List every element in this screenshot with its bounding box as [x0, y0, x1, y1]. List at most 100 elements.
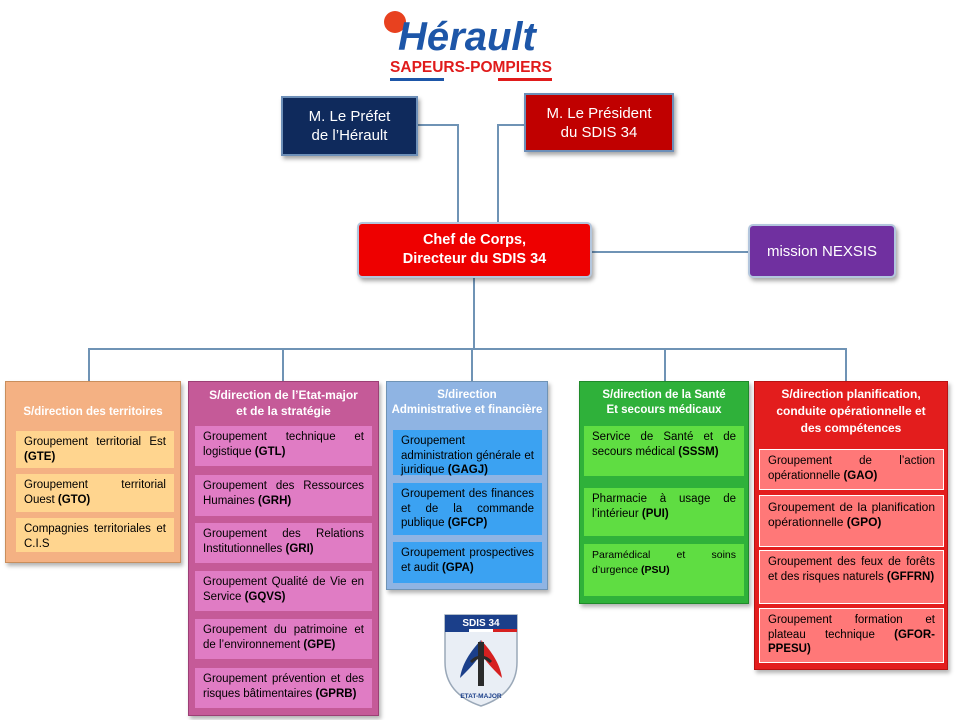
prefet-box: M. Le Préfet de l’Hérault — [281, 96, 418, 156]
group-grh-text: Groupement des Ressources Humaines — [203, 480, 364, 507]
group-gffrn-code: (GFFRN) — [886, 570, 935, 583]
connector-col2-down — [282, 348, 284, 381]
group-compagnies: Compagnies territoriales et C.I.S — [16, 518, 174, 552]
group-gtl: Groupement technique et logistique (GTL) — [195, 426, 372, 466]
group-gte-code: (GTE) — [24, 450, 56, 463]
connector-prefet-down — [457, 124, 459, 224]
group-gpa-text: Groupement prospectives et audit — [401, 547, 534, 574]
group-gpe-text: Groupement du patrimoine et de l’environ… — [203, 624, 364, 651]
connector-col3-down — [471, 348, 473, 381]
connector-chef-nexsis — [592, 251, 749, 253]
column-title-sante: S/direction de la Santé Et secours médic… — [580, 388, 748, 418]
column-title-sante-line2: Et secours médicaux — [606, 404, 722, 416]
group-gto-text: Groupement territorial Ouest — [24, 479, 166, 506]
group-gffrn: Groupement des feux de forêts et des ris… — [759, 550, 944, 604]
group-gao: Groupement de l’action opérationnelle (G… — [759, 449, 944, 490]
column-planification: S/direction planification, conduite opér… — [754, 381, 948, 670]
group-gqvs-code: (GQVS) — [244, 590, 286, 603]
group-sssm-code: (SSSM) — [678, 445, 719, 458]
group-gfcp: Groupement des finances et de la command… — [393, 483, 542, 535]
column-title-planification: S/direction planification, conduite opér… — [755, 386, 947, 437]
group-psu: Paramédical et soins d’urgence (PSU) — [584, 544, 744, 596]
column-title-planification-line3: des compétences — [800, 421, 902, 435]
group-gao-text: Groupement de l’action opérationnelle — [768, 455, 935, 482]
group-gffrn-text: Groupement des feux de forêts et des ris… — [768, 556, 935, 583]
nexsis-box: mission NEXSIS — [748, 224, 896, 278]
group-gagj: Groupement administration générale et ju… — [393, 430, 542, 476]
group-gfor: Groupement formation et plateau techniqu… — [759, 608, 944, 663]
group-gagj-text: Groupement administration générale et ju… — [401, 435, 534, 476]
group-gto-code: (GTO) — [57, 493, 91, 506]
connector-col5-down — [845, 348, 847, 381]
logo-title: Hérault — [398, 15, 537, 59]
prefet-line2: de l’Hérault — [311, 127, 388, 144]
prefet-line1: M. Le Préfet — [308, 108, 391, 125]
sdis34-etat-major-badge: SDIS 34 ETAT-MAJOR — [442, 612, 520, 708]
group-gpo: Groupement de la planification opération… — [759, 495, 944, 547]
badge-graphic: SDIS 34 ETAT-MAJOR — [444, 614, 518, 707]
president-box: M. Le Président du SDIS 34 — [524, 93, 674, 152]
group-sssm-text: Service de Santé et de secours médical — [592, 431, 736, 458]
group-compagnies-text: Compagnies territoriales et C.I.S — [24, 523, 166, 550]
connector-col1-down — [88, 348, 90, 381]
column-etat-major: S/direction de l’Etat-major et de la str… — [188, 381, 379, 716]
sdis-herault-logo: Hérault SAPEURS-POMPIERS — [378, 6, 558, 84]
column-administrative: S/direction Administrative et financière… — [386, 381, 548, 590]
badge-bottom-text: ETAT-MAJOR — [460, 693, 502, 700]
connector-president-left — [497, 124, 525, 126]
group-gte: Groupement territorial Est (GTE) — [16, 431, 174, 468]
column-title-etat-major-line2: et de la stratégie — [236, 404, 331, 418]
column-title-administrative-line2: Administrative et financière — [391, 404, 543, 416]
logo-graphic: Hérault SAPEURS-POMPIERS — [384, 11, 552, 81]
group-psu-code: (PSU) — [641, 563, 670, 576]
column-title-etat-major: S/direction de l’Etat-major et de la str… — [189, 387, 378, 419]
group-gto: Groupement territorial Ouest (GTO) — [16, 474, 174, 512]
group-gqvs-text: Groupement Qualité de Vie en Service — [203, 576, 364, 603]
group-gpo-text: Groupement de la planification opération… — [768, 500, 935, 529]
group-gfor-code: (GFOR-PPESU) — [768, 628, 935, 656]
group-gtl-text: Groupement technique et logistique — [203, 431, 364, 458]
column-title-territoires: S/direction des territoires — [23, 406, 163, 418]
group-gpa-code: (GPA) — [441, 561, 474, 574]
group-gfcp-text: Groupement des finances et de la command… — [401, 488, 534, 529]
group-sssm: Service de Santé et de secours médical (… — [584, 426, 744, 476]
column-title-planification-line1: S/direction planification, — [781, 387, 921, 401]
connector-chef-down — [473, 278, 475, 349]
chef-line2: Directeur du SDIS 34 — [402, 251, 547, 267]
group-gagj-code: (GAGJ) — [447, 464, 488, 476]
group-gprb-text: Groupement prévention et des risques bât… — [203, 673, 364, 700]
group-gri-code: (GRI) — [285, 542, 314, 555]
group-grh: Groupement des Ressources Humaines (GRH) — [195, 475, 372, 516]
group-pui: Pharmacie à usage de l’intérieur (PUI) — [584, 488, 744, 536]
chef-de-corps-box: Chef de Corps, Directeur du SDIS 34 — [357, 222, 592, 278]
group-pui-code: (PUI) — [641, 507, 669, 520]
chef-line1: Chef de Corps, — [422, 232, 527, 248]
group-gpe: Groupement du patrimoine et de l’environ… — [195, 619, 372, 659]
connector-col4-down — [664, 348, 666, 381]
group-gpo-code: (GPO) — [846, 514, 882, 529]
group-gte-text: Groupement territorial Est — [24, 436, 166, 448]
connector-prefet-right — [418, 124, 458, 126]
logo-sun-circle — [384, 11, 406, 33]
column-title-sante-line1: S/direction de la Santé — [602, 389, 726, 401]
group-gri: Groupement des Relations Institutionnell… — [195, 523, 372, 563]
column-sante: S/direction de la Santé Et secours médic… — [579, 381, 749, 604]
group-gpe-code: (GPE) — [303, 638, 336, 651]
group-gqvs: Groupement Qualité de Vie en Service (GQ… — [195, 571, 372, 611]
group-gtl-code: (GTL) — [254, 445, 286, 458]
group-gpa: Groupement prospectives et audit (GPA) — [393, 542, 542, 583]
group-pui-text: Pharmacie à usage de l’intérieur — [592, 493, 736, 520]
group-gprb-code: (GPRB) — [315, 687, 357, 700]
group-gri-text: Groupement des Relations Institutionnell… — [203, 528, 364, 555]
president-line2: du SDIS 34 — [560, 123, 638, 141]
group-grh-code: (GRH) — [257, 494, 292, 507]
group-gao-code: (GAO) — [843, 469, 878, 482]
group-gprb: Groupement prévention et des risques bât… — [195, 668, 372, 708]
column-title-administrative: S/direction Administrative et financière — [387, 388, 547, 418]
group-gfcp-code: (GFCP) — [447, 517, 488, 529]
president-line1: M. Le Président — [546, 104, 652, 122]
connector-president-down — [497, 124, 499, 224]
logo-subtitle: SAPEURS-POMPIERS — [390, 59, 552, 76]
group-gfor-text: Groupement formation et plateau techniqu… — [768, 614, 935, 641]
connector-horizontal-bus — [88, 348, 847, 350]
